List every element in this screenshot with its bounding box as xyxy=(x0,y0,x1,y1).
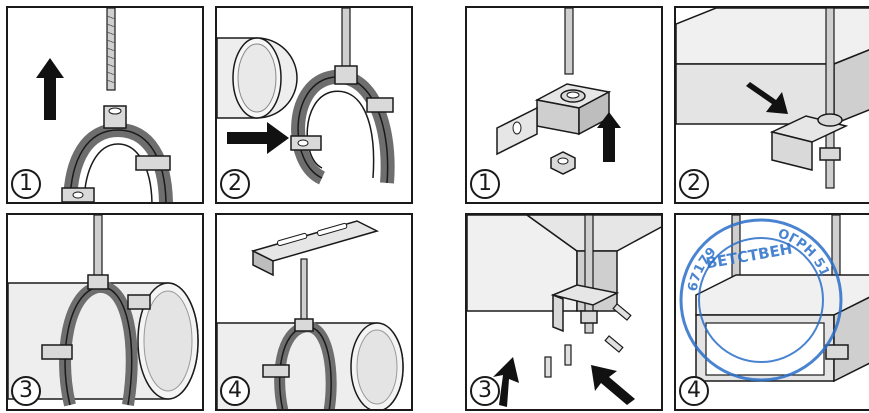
step-number-badge: 3 xyxy=(470,376,500,406)
step-number-badge: 4 xyxy=(220,376,250,406)
screw-fixing-illustration xyxy=(467,215,661,407)
panel-clamp-step-3: 3 xyxy=(6,213,204,411)
pipe-insert-illustration xyxy=(217,8,395,185)
step-number-badge: 2 xyxy=(220,169,250,199)
stamp-mid-text: ВЕТСТВЕН xyxy=(704,240,793,273)
step-number-badge: 2 xyxy=(679,169,709,199)
panel-clamp-step-4: 4 xyxy=(215,213,413,411)
panel-clamp-step-1: 1 xyxy=(6,6,204,204)
bracket-on-profile-illustration xyxy=(676,8,869,189)
panel-bracket-step-4: 67179 OГРН 51 ВЕТСТВЕН 4 xyxy=(674,213,869,411)
clamp-open-illustration xyxy=(36,8,173,202)
rail-mounted-clamp-illustration xyxy=(217,220,404,409)
stamp-seal: 67179 OГРН 51 ВЕТСТВЕН xyxy=(679,218,843,382)
panel-clamp-step-2: 2 xyxy=(215,6,413,204)
step-number-badge: 3 xyxy=(11,376,41,406)
panel-bracket-step-2: 2 xyxy=(674,6,869,204)
step-number-badge: 4 xyxy=(679,376,709,406)
step-number-badge: 1 xyxy=(11,169,41,199)
step-number-badge: 1 xyxy=(470,169,500,199)
clamp-on-pipe-illustration xyxy=(8,215,199,407)
panel-bracket-step-1: 1 xyxy=(465,6,663,204)
bracket-assembly-illustration xyxy=(496,8,621,175)
panel-bracket-step-3: 3 xyxy=(465,213,663,411)
